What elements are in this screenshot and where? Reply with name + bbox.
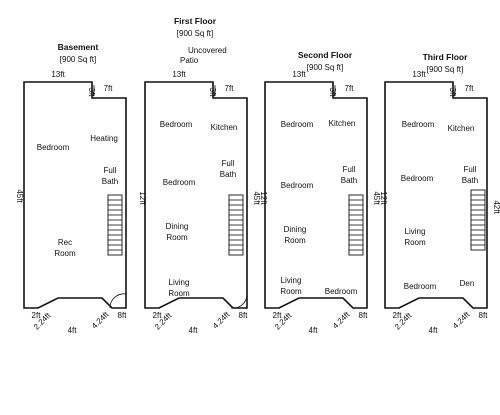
- room-label: Bedroom: [281, 181, 314, 190]
- room-label: Bedroom: [160, 120, 193, 129]
- bottom-dim-center: 4ft: [189, 326, 199, 335]
- bottom-dim-right-diagonal: 4.24ft: [90, 309, 111, 330]
- corner-width-label: 7ft: [465, 84, 475, 93]
- stair-height-label: 12ft: [379, 191, 388, 205]
- room-label: Dining: [166, 222, 189, 231]
- room-label: Bedroom: [402, 120, 435, 129]
- top-width-label: 13ft: [51, 70, 65, 79]
- top-width-label: 13ft: [172, 70, 186, 79]
- bottom-dim-left: 2ft: [153, 311, 163, 320]
- side-height-label: 45ft: [252, 191, 261, 205]
- room-label: Full: [464, 165, 477, 174]
- room-label: Room: [284, 236, 306, 245]
- corner-width-label: 7ft: [104, 84, 114, 93]
- room-label: Dining: [284, 225, 307, 234]
- room-label: Room: [404, 238, 426, 247]
- floor-plan-0: Basement [900 Sq ft] 13ft 3ft 7ft 45ft 12ft 2ft…: [15, 42, 147, 335]
- corner-width-label: 7ft: [225, 84, 235, 93]
- bottom-dim-left: 2ft: [32, 311, 42, 320]
- room-label: Bedroom: [163, 178, 196, 187]
- corner-width-label: 7ft: [345, 84, 355, 93]
- bottom-dim-right-diagonal: 4.24ft: [211, 309, 232, 330]
- bottom-dim-center: 4ft: [309, 326, 319, 335]
- bottom-dim-right: 8ft: [239, 311, 249, 320]
- room-label: Kitchen: [448, 124, 475, 133]
- corner-depth-label: 3ft: [448, 88, 457, 98]
- room-label: Bedroom: [37, 143, 70, 152]
- floor-area: [900 Sq ft]: [427, 65, 463, 74]
- side-height-label: 42ft: [492, 200, 500, 214]
- floor-plan-2: Second Floor [900 Sq ft]13ft 3ft 7ft 45ft12f…: [264, 50, 388, 335]
- top-width-label: 13ft: [412, 70, 426, 79]
- corner-depth-label: 3ft: [328, 88, 337, 98]
- floor-area: [900 Sq ft]: [307, 63, 343, 72]
- bottom-dim-right-diagonal: 4.24ft: [451, 309, 472, 330]
- side-height-label: 45ft: [15, 189, 24, 203]
- room-label: Room: [54, 249, 76, 258]
- floor-title: Third Floor: [423, 52, 469, 62]
- room-label: Bedroom: [404, 282, 437, 291]
- room-label: Full: [222, 159, 235, 168]
- exterior-wall: [144, 81, 248, 309]
- room-label: Den: [460, 279, 475, 288]
- stair-height-label: 12ft: [259, 191, 268, 205]
- floor-title: Basement: [58, 42, 99, 52]
- room-label: Bath: [341, 176, 357, 185]
- bottom-dim-right: 8ft: [479, 311, 489, 320]
- floor-area: [900 Sq ft]: [60, 55, 96, 64]
- room-label: Bedroom: [281, 120, 314, 129]
- bottom-dim-center: 4ft: [68, 326, 78, 335]
- floor-title: Second Floor: [298, 50, 353, 60]
- bottom-dim-right: 8ft: [118, 311, 128, 320]
- door-swing: [109, 293, 127, 309]
- side-height-label: 45ft: [372, 191, 381, 205]
- stair-height-label: 12ft: [138, 191, 147, 205]
- floor-title: First Floor: [174, 16, 217, 26]
- room-label: Heating: [90, 134, 118, 143]
- room-label: Full: [104, 166, 117, 175]
- room-label: Room: [166, 233, 188, 242]
- floor-area: [900 Sq ft]: [177, 29, 213, 38]
- room-label: Kitchen: [211, 123, 238, 132]
- top-width-label: 13ft: [292, 70, 306, 79]
- corner-depth-label: 3ft: [87, 88, 96, 98]
- patio-label-2: Patio: [180, 56, 199, 65]
- bottom-dim-center: 4ft: [429, 326, 439, 335]
- room-label: Kitchen: [329, 119, 356, 128]
- room-label: Room: [280, 287, 302, 296]
- room-label: Living: [281, 276, 302, 285]
- bottom-dim-right-diagonal: 4.24ft: [331, 309, 352, 330]
- bottom-dim-left: 2ft: [273, 311, 283, 320]
- room-label: Room: [168, 289, 190, 298]
- room-label: Living: [405, 227, 426, 236]
- bottom-dim-right: 8ft: [359, 311, 369, 320]
- room-label: Bath: [102, 177, 118, 186]
- room-label: Bath: [462, 176, 478, 185]
- room-label: Bedroom: [401, 174, 434, 183]
- room-label: Bedroom: [325, 287, 358, 296]
- exterior-wall: [264, 81, 368, 309]
- door-swing: [230, 293, 248, 309]
- room-label: Full: [343, 165, 356, 174]
- corner-depth-label: 3ft: [208, 88, 217, 98]
- bottom-dim-left: 2ft: [393, 311, 403, 320]
- room-label: Rec: [58, 238, 72, 247]
- room-label: Bath: [220, 170, 236, 179]
- exterior-wall: [23, 81, 127, 309]
- patio-label: Uncovered: [188, 46, 227, 55]
- exterior-wall: [384, 81, 488, 309]
- room-label: Living: [169, 278, 190, 287]
